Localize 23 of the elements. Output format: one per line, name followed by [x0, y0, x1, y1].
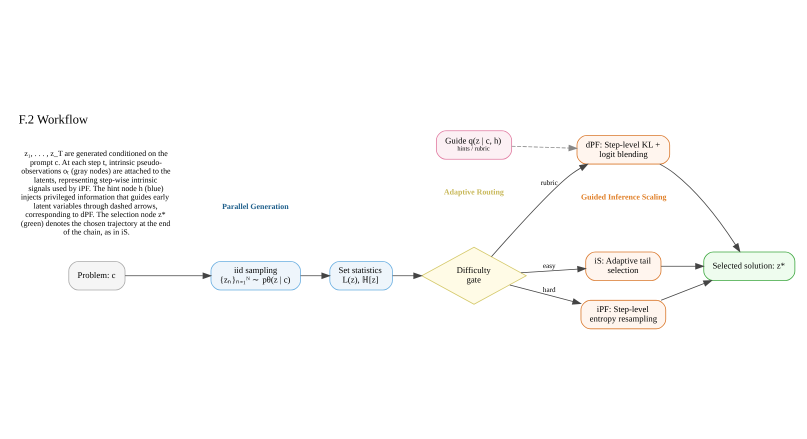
- node-diamond: Difficulty gate: [420, 246, 528, 305]
- node-box: Problem: c: [68, 261, 126, 290]
- node-box: dPF: Step-level KL + logit blending: [576, 135, 670, 164]
- arrow: [124, 272, 212, 280]
- arrow: [491, 164, 589, 258]
- node-box: iPF: Step-level entropy resampling: [580, 300, 666, 330]
- arrow: [300, 272, 331, 280]
- arrow: [660, 262, 705, 270]
- label: Adaptive Routing: [444, 188, 504, 197]
- node-box: Selected solution: z*: [703, 252, 796, 281]
- label: Guided Inference Scaling: [580, 192, 666, 202]
- node-box: iS: Adaptive tail selection: [585, 252, 662, 281]
- label: Parallel Generation: [222, 202, 289, 211]
- node-box: Set statistics L(z), ℍ[z]: [329, 261, 393, 290]
- label: z₁, . . . , z_T are generated conditioned on the prompt c. At each step t, intrinsic pseudo-observations oₜ (gray nodes) are attached to the latents, representing step-wise intrinsic signals used by iPF. The hint node h (blue) injects privileged information that guides early latent variables through dashed arrows, corresponding to dPF. The selection node z* (green) denotes the chosen trajectory at the end of the chain, as in iS.: [20, 149, 171, 237]
- arrow: [392, 272, 423, 280]
- arrow: [520, 266, 587, 274]
- arrow: [659, 164, 741, 253]
- arrow: [509, 284, 582, 305]
- diagram-title: F.2 Workflow: [18, 112, 88, 126]
- arrow: [660, 280, 713, 301]
- node-box: iid sampling {zₙ}ₙ₌₁ᴺ ∼ pθ(z | c): [210, 261, 301, 290]
- arrow: [511, 144, 578, 152]
